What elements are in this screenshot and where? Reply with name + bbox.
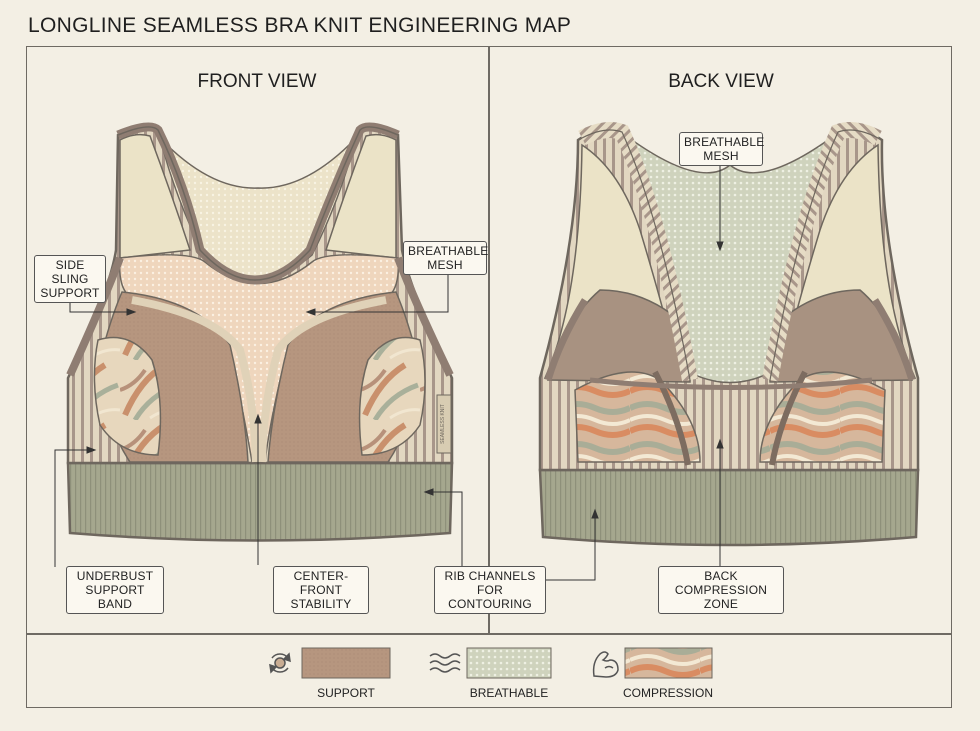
- back-view-title: BACK VIEW: [668, 71, 774, 92]
- front-view-title: FRONT VIEW: [197, 71, 317, 92]
- legend-divider: [26, 633, 952, 635]
- front-garment: [66, 122, 454, 542]
- legend-compression-swatch: [624, 647, 713, 679]
- legend-support-label: SUPPORT: [317, 686, 375, 700]
- back-garment: [538, 122, 920, 547]
- legend: [269, 647, 713, 679]
- legend-compression-label: COMPRESSION: [622, 686, 713, 700]
- leader-lines: [54, 165, 724, 581]
- legend-support-swatch: [301, 647, 391, 679]
- front-underbust-band: [66, 461, 454, 542]
- legend-breathable-label: BREATHABLE: [469, 686, 549, 700]
- flexed-arm-icon: [592, 651, 619, 678]
- diagram-title: LONGLINE SEAMLESS BRA KNIT ENGINEERING M…: [28, 14, 572, 37]
- view-divider: [488, 46, 490, 634]
- front-label-tag: SEAMLESS KNIT: [440, 404, 446, 444]
- rotation-cycle-icon: [269, 652, 291, 674]
- legend-breathable-swatch: [466, 647, 552, 679]
- back-compression-band: [538, 468, 920, 547]
- airflow-waves-icon: [429, 653, 461, 673]
